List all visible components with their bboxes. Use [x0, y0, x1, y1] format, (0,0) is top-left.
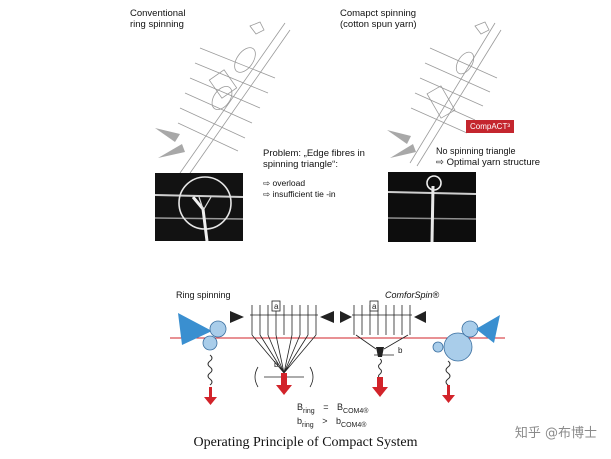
left-roller-bottom [203, 336, 217, 350]
right-roller-big [444, 333, 472, 361]
eq2-op: > [322, 416, 327, 426]
zhihu-watermark: 知乎 @布博士 [515, 422, 597, 441]
eq1-rhs-sub: COM4® [343, 408, 368, 415]
eq2-rhs-sub: COM4® [341, 422, 366, 429]
b-label-left: b [274, 360, 279, 369]
right-roller-top [462, 321, 478, 337]
eq2-lhs-sub: ring [302, 422, 314, 429]
b-label-right: b [398, 346, 403, 355]
right-roller-small [433, 342, 443, 352]
right-spring [446, 361, 450, 385]
right-center-spring [379, 359, 382, 379]
width-equation: Bring = BCOM4® [297, 402, 368, 415]
compact3-badge: CompACT³ [466, 120, 514, 133]
a-label-right: a [372, 302, 377, 311]
eq1-lhs-sub: ring [303, 408, 315, 415]
no-triangle-note: No spinning triangle [436, 146, 540, 157]
ring-spinning-triangle-photo [155, 173, 243, 241]
compact-spinning-yarn-photo [388, 172, 476, 242]
problem-bullet-tie-in: ⇨ insufficient tie -in [263, 189, 365, 200]
problem-bullet-overload: ⇨ overload [263, 178, 365, 189]
compact-condensed-zone [352, 301, 412, 355]
left-spring [208, 355, 212, 385]
left-roller-top [210, 321, 226, 337]
a-label-left: a [274, 302, 279, 311]
problem-text: Problem: „Edge fibres in spinning triang… [263, 148, 365, 200]
eq1-op: = [323, 402, 328, 412]
comforspin-label: ComforSpin® [385, 290, 439, 300]
optimal-structure-note: ⇨ Optimal yarn structure [436, 157, 540, 168]
triangle-equation: bring > bCOM4® [297, 416, 366, 429]
problem-line1: Problem: „Edge fibres in [263, 148, 365, 159]
ring-spinning-label: Ring spinning [176, 290, 231, 300]
problem-line2: spinning triangle“: [263, 159, 365, 170]
right-drafting-triangle [476, 315, 500, 343]
compact-notes: No spinning triangle ⇨ Optimal yarn stru… [436, 146, 540, 168]
